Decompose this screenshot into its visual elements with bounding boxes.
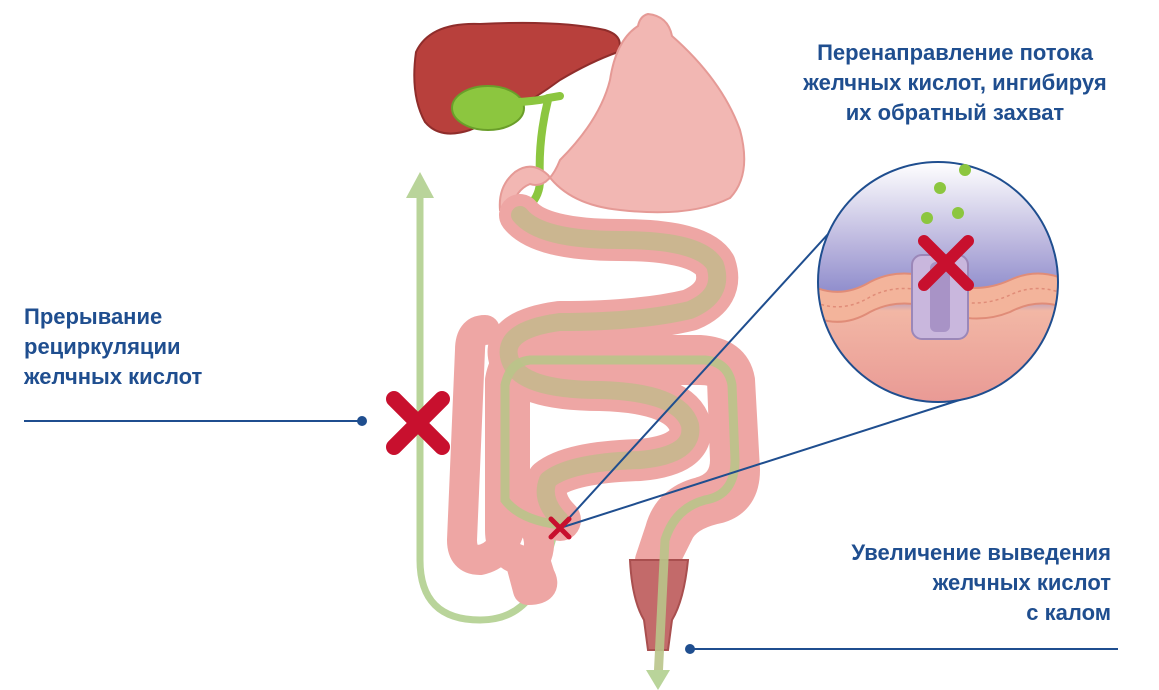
excretion-label: Увеличение выведения желчных кислот с ка… [851, 538, 1111, 628]
redirection-label: Перенаправление потока желчных кислот, и… [775, 38, 1135, 128]
excretion-label-line: с калом [851, 598, 1111, 628]
excretion-pointer [685, 644, 1118, 654]
redirection-label-line: их обратный захват [775, 98, 1135, 128]
redirection-label-line: Перенаправление потока [775, 38, 1135, 68]
bile-acid-particle [952, 207, 964, 219]
bile-acid-particle [921, 212, 933, 224]
bile-acid-particle [959, 164, 971, 176]
interruption-label-line: Прерывание [24, 302, 202, 332]
redirection-label-line: желчных кислот, ингибируя [775, 68, 1135, 98]
interruption-label: Прерывание рециркуляции желчных кислот [24, 302, 202, 392]
transporter-inset [810, 162, 1070, 402]
interruption-label-line: рециркуляции [24, 332, 202, 362]
interruption-label-line: желчных кислот [24, 362, 202, 392]
excretion-label-line: желчных кислот [851, 568, 1111, 598]
excretion-arrow-head [646, 670, 670, 690]
excretion-label-line: Увеличение выведения [851, 538, 1111, 568]
bile-acid-particle [934, 182, 946, 194]
interruption-pointer [24, 416, 367, 426]
